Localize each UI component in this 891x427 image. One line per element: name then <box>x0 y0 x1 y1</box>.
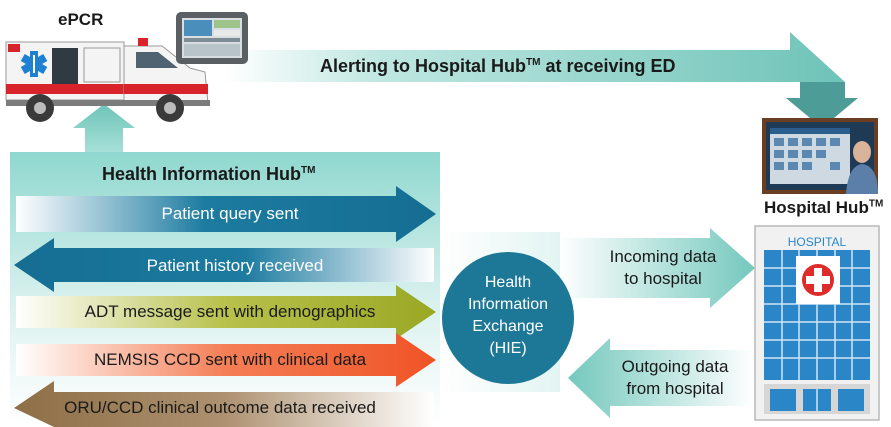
arrow-label-oru-ccd: ORU/CCD clinical outcome data received <box>64 398 376 417</box>
arrow-label-nemsis-ccd: NEMSIS CCD sent with clinical data <box>93 350 367 369</box>
up-arrow <box>73 104 135 152</box>
hospital-monitor-icon <box>762 118 878 194</box>
incoming-arrow <box>560 228 755 308</box>
epcr-tablet-icon <box>176 12 248 64</box>
outgoing-label: Outgoing data from hospital <box>600 356 750 400</box>
outgoing-line-1: Outgoing data <box>621 357 729 376</box>
outgoing-arrow <box>568 338 754 418</box>
alert-text-post: at receiving ED <box>540 56 676 76</box>
arrow-nemsis-ccd <box>16 333 436 387</box>
arrow-label-adt-message: ADT message sent with demographics <box>84 302 376 321</box>
hospital-hub-label-text: Hospital Hub <box>764 198 869 217</box>
hie-line-2: Information <box>467 296 549 313</box>
hub-title-text: Health Information Hub <box>102 164 301 184</box>
hospital-sign: HOSPITAL <box>787 235 847 249</box>
incoming-line-2: to hospital <box>624 269 702 288</box>
incoming-line-1: Incoming data <box>609 247 717 266</box>
arrow-label-patient-history: Patient history received <box>146 256 324 275</box>
alert-arrow <box>225 32 858 128</box>
epcr-label: ePCR <box>58 10 104 29</box>
hospital-hub-label: Hospital HubTM <box>764 198 883 218</box>
arrow-adt-message <box>16 285 436 339</box>
incoming-label: Incoming data to hospital <box>588 246 738 290</box>
hie-circle <box>442 252 574 384</box>
hospital-hub-label-tm: TM <box>868 198 884 210</box>
hub-panel <box>10 152 440 424</box>
ambulance-icon <box>5 38 210 122</box>
arrow-patient-history <box>14 238 434 292</box>
hie-line-3: Exchange <box>472 318 544 335</box>
hub-title: Health Information HubTM <box>102 164 315 185</box>
alert-text-pre: Alerting to Hospital Hub <box>320 56 526 76</box>
arrow-label-patient-query: Patient query sent <box>161 204 299 223</box>
hie-line-4: (HIE) <box>489 340 527 357</box>
alert-text-tm: TM <box>526 57 541 68</box>
hospital-building-icon <box>754 225 880 421</box>
alert-arrow-label: Alerting to Hospital HubTM at receiving … <box>320 56 676 77</box>
outgoing-line-2: from hospital <box>626 379 724 398</box>
hub-title-tm: TM <box>301 165 316 176</box>
hie-line-1: Health <box>484 274 532 291</box>
arrow-patient-query <box>16 186 436 242</box>
arrow-oru-ccd <box>14 381 434 427</box>
hie-label: Health Information Exchange (HIE) <box>442 272 574 360</box>
